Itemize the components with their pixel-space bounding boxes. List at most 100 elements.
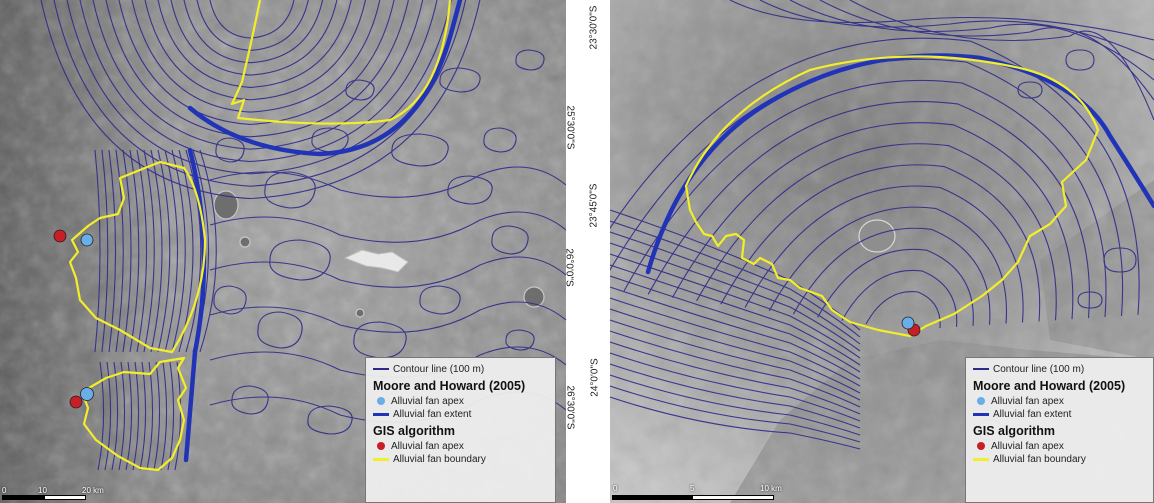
contour-line bbox=[439, 67, 481, 93]
legend-label: Alluvial fan extent bbox=[393, 408, 472, 420]
gis-apex-point-2 bbox=[69, 395, 83, 409]
contour-line bbox=[610, 341, 861, 415]
contour-line bbox=[353, 321, 407, 359]
contour-line bbox=[269, 239, 331, 281]
contour-line bbox=[647, 100, 1090, 319]
contour-line bbox=[131, 0, 381, 113]
contour-line bbox=[143, 149, 155, 353]
contour-line bbox=[720, 164, 1041, 322]
contour-line bbox=[40, 0, 481, 200]
contour-line bbox=[160, 361, 168, 471]
contour-line bbox=[610, 253, 861, 359]
contour-line bbox=[129, 149, 140, 353]
apex-swatch bbox=[977, 397, 985, 405]
contour-line bbox=[66, 0, 452, 175]
legend-item-apex: Alluvial fan apex bbox=[973, 440, 1146, 452]
contour-line bbox=[115, 149, 124, 353]
contour-line bbox=[419, 285, 461, 315]
scale-segment bbox=[44, 495, 86, 500]
latitude-label: 23°45'0"S bbox=[588, 183, 600, 228]
scale-tick-label: 10 km bbox=[760, 484, 782, 493]
contour-line bbox=[865, 291, 941, 329]
scale-segment bbox=[612, 495, 692, 500]
bright-ridge bbox=[343, 249, 409, 273]
extent-swatch bbox=[973, 412, 989, 416]
scale-tick-label: 5 bbox=[690, 484, 695, 493]
boundary-swatch bbox=[373, 457, 389, 461]
legend-item-boundary: Alluvial fan boundary bbox=[973, 453, 1146, 465]
contour-line bbox=[150, 149, 163, 353]
contour-line bbox=[92, 0, 424, 150]
contour-line bbox=[447, 175, 493, 205]
contour-line bbox=[153, 361, 161, 471]
fan-boundary-bottom bbox=[80, 356, 188, 472]
apex-swatch bbox=[377, 397, 385, 405]
contour-line bbox=[157, 149, 171, 353]
scale-bar: 0 10 20 km bbox=[0, 486, 130, 503]
contour-line bbox=[610, 308, 861, 394]
contour-line bbox=[215, 137, 245, 163]
alluvial-fan-boundaries bbox=[68, 0, 452, 472]
legend-label: Alluvial fan apex bbox=[391, 440, 464, 452]
central-crater bbox=[858, 219, 896, 253]
contour-line bbox=[623, 79, 1107, 318]
contour-line bbox=[185, 149, 202, 353]
contour-line bbox=[610, 297, 861, 387]
contour-line bbox=[610, 37, 1140, 315]
legend-label: Alluvial fan extent bbox=[993, 408, 1072, 420]
alluvial-fan-boundary bbox=[684, 55, 1100, 338]
contour-line bbox=[345, 79, 375, 101]
latitude-label: 25°30'0"S bbox=[564, 105, 576, 150]
legend-section-title: Moore and Howard (2005) bbox=[973, 379, 1126, 393]
legend-section-title: GIS algorithm bbox=[373, 424, 455, 438]
legend-item-apex: Alluvial fan apex bbox=[373, 440, 548, 452]
legend-section-title: Moore and Howard (2005) bbox=[373, 379, 526, 393]
contour-line bbox=[105, 0, 409, 138]
contour-line bbox=[610, 374, 861, 436]
contour-line bbox=[157, 0, 352, 88]
contour-line bbox=[118, 0, 395, 126]
legend-item-boundary: Alluvial fan boundary bbox=[373, 453, 548, 465]
contour-line bbox=[1065, 49, 1095, 71]
contour-line bbox=[136, 149, 148, 353]
contour-line bbox=[307, 405, 353, 435]
contour-line bbox=[209, 256, 566, 288]
legend-label: Alluvial fan boundary bbox=[393, 453, 486, 465]
scale-segment bbox=[692, 495, 774, 500]
contour-line bbox=[94, 149, 101, 353]
scale-tick-label: 0 bbox=[613, 484, 618, 493]
legend-item-apex: Alluvial fan apex bbox=[973, 395, 1146, 407]
contour-line bbox=[264, 171, 316, 209]
crater-group bbox=[213, 190, 545, 318]
right-map-panel: 0 5 10 km Contour line (100 m) Moore and… bbox=[610, 0, 1154, 503]
mh-apex-point bbox=[901, 316, 915, 330]
contour-line bbox=[209, 0, 295, 39]
contour-line bbox=[132, 361, 140, 471]
map-legend: Contour line (100 m) Moore and Howard (2… bbox=[965, 357, 1154, 503]
left-map-panel: 0 10 20 km Contour line (100 m) Moore an… bbox=[0, 0, 566, 503]
contour-line bbox=[849, 0, 1154, 121]
contour-line bbox=[610, 352, 861, 422]
latitude-label: 24°0'0"S bbox=[589, 358, 601, 397]
map-legend: Contour line (100 m) Moore and Howard (2… bbox=[365, 357, 556, 503]
scale-segment bbox=[2, 495, 44, 500]
contour-line bbox=[841, 269, 958, 327]
contour-line bbox=[79, 0, 438, 163]
legend-label: Alluvial fan apex bbox=[391, 395, 464, 407]
contour-line bbox=[164, 149, 178, 353]
contour-line bbox=[610, 275, 861, 373]
scale-tick-label: 0 bbox=[2, 486, 7, 495]
boundary-swatch bbox=[973, 457, 989, 461]
apex-swatch bbox=[977, 442, 985, 450]
extent-arc-left bbox=[183, 147, 207, 463]
latitude-label: 26°30'0"S bbox=[564, 385, 576, 430]
contour-line bbox=[491, 225, 529, 255]
legend-label: Alluvial fan apex bbox=[991, 440, 1064, 452]
legend-label: Alluvial fan boundary bbox=[993, 453, 1086, 465]
contour-line bbox=[199, 149, 217, 353]
contour-line bbox=[696, 143, 1057, 321]
contour-line bbox=[515, 49, 545, 71]
contour-line bbox=[311, 127, 349, 153]
latitude-label-strip: 25°30'0"S 26°0'0"S 26°30'0"S 23°30'0"S 2… bbox=[564, 0, 610, 503]
contour-lines bbox=[40, 0, 566, 471]
